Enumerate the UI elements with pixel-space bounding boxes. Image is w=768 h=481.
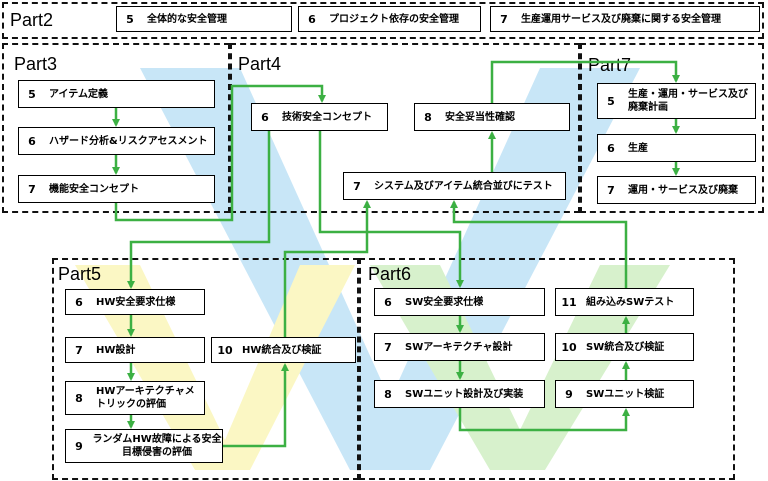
box-number: 7 <box>500 12 508 26</box>
box-label: 技術安全コンセプト <box>282 111 372 123</box>
box-label: SW安全要求仕様 <box>405 296 484 308</box>
part6-box-sw-integration-verification: 10 SW統合及び検証 <box>555 333 694 361</box>
box-label: システム及びアイテム統合並びにテスト <box>374 180 553 192</box>
box-number: 6 <box>384 295 392 309</box>
box-label: 生産運用サービス及び廃棄に関する安全管理 <box>521 13 721 25</box>
box-label: SWアーキテクチャ設計 <box>405 341 513 353</box>
box-label: HW設計 <box>96 344 136 356</box>
part3-box-item-definition: 5 アイテム定義 <box>18 80 215 108</box>
part7-box-operation-service-disposal: 7 運用・サービス及び廃棄 <box>597 176 756 204</box>
part3-box-functional-safety-concept: 7 機能安全コンセプト <box>18 175 215 203</box>
part6-box-sw-unit-verification: 9 SWユニット検証 <box>555 380 694 408</box>
box-number: 5 <box>126 12 134 26</box>
part6-box-sw-safety-requirements: 6 SW安全要求仕様 <box>374 288 545 316</box>
box-label: HW安全要求仕様 <box>96 296 176 308</box>
part2-box-project-safety-management: 6 プロジェクト依存の安全管理 <box>298 6 481 32</box>
part5-label: Part5 <box>58 264 102 284</box>
box-number: 7 <box>607 183 615 197</box>
part4-label: Part4 <box>238 54 282 74</box>
box-number: 8 <box>75 391 83 405</box>
box-number: 9 <box>75 439 83 453</box>
box-number: 7 <box>75 343 83 357</box>
box-number: 11 <box>561 295 577 309</box>
box-number: 5 <box>28 87 36 101</box>
box-number: 8 <box>384 387 392 401</box>
part4-box-system-integration-test: 7 システム及びアイテム統合並びにテスト <box>343 172 566 200</box>
part2-box-production-safety-management: 7 生産運用サービス及び廃棄に関する安全管理 <box>490 6 760 32</box>
part5-box-random-hw-failure-evaluation: 9 ランダムHW故障による安全目標侵害の評価 <box>65 429 223 463</box>
box-label: SWユニット検証 <box>586 388 665 400</box>
box-number: 6 <box>28 134 36 148</box>
part2-label: Part2 <box>10 10 54 30</box>
part6-label: Part6 <box>368 264 412 284</box>
part5-box-hw-design: 7 HW設計 <box>65 337 205 363</box>
box-number: 10 <box>217 343 233 357</box>
box-number: 6 <box>607 141 615 155</box>
box-label: SW統合及び検証 <box>586 341 665 353</box>
box-label: アイテム定義 <box>49 88 108 100</box>
box-number: 6 <box>308 12 316 26</box>
box-label: 組み込みSWテスト <box>586 296 675 308</box>
part4-box-technical-safety-concept: 6 技術安全コンセプト <box>251 103 388 131</box>
part5-box-hw-safety-requirements: 6 HW安全要求仕様 <box>65 289 205 315</box>
v-shape-software <box>370 265 670 470</box>
part3-label: Part3 <box>14 54 58 74</box>
part6-box-sw-unit-design: 8 SWユニット設計及び実装 <box>374 380 545 408</box>
part7-frame <box>580 43 764 213</box>
box-label: プロジェクト依存の安全管理 <box>329 13 459 25</box>
box-number: 10 <box>561 340 577 354</box>
part3-box-hazard-analysis: 6 ハザード分析&リスクアセスメント <box>18 127 215 155</box>
box-label: 生産 <box>628 142 648 154</box>
box-number: 6 <box>261 110 269 124</box>
box-number: 8 <box>424 110 432 124</box>
box-label: HWアーキテクチャメトリックの評価 <box>96 386 195 410</box>
part2-frame <box>2 2 764 39</box>
part7-label: Part7 <box>588 55 632 75</box>
box-number: 7 <box>384 340 392 354</box>
part5-box-hw-architecture-metrics: 8 HWアーキテクチャメトリックの評価 <box>65 381 205 415</box>
part7-box-production-planning: 5 生産・運用・サービス及び廃棄計画 <box>597 83 756 119</box>
box-number: 7 <box>353 179 361 193</box>
box-label: ハザード分析&リスクアセスメント <box>49 135 208 147</box>
part6-box-embedded-sw-test: 11 組み込みSWテスト <box>555 288 694 316</box>
box-label: 安全妥当性確認 <box>445 111 515 123</box>
part5-box-hw-integration-verification: 10 HW統合及び検証 <box>211 337 356 363</box>
part2-box-overall-safety-management: 5 全体的な安全管理 <box>116 6 292 32</box>
box-label: 機能安全コンセプト <box>49 183 139 195</box>
part6-box-sw-architecture-design: 7 SWアーキテクチャ設計 <box>374 333 545 361</box>
box-number: 6 <box>75 295 83 309</box>
box-number: 9 <box>565 387 573 401</box>
box-label: 全体的な安全管理 <box>147 13 227 25</box>
box-number: 7 <box>28 182 36 196</box>
box-label: 生産・運用・サービス及び廃棄計画 <box>628 89 748 113</box>
box-number: 5 <box>607 94 615 108</box>
part4-box-safety-validation: 8 安全妥当性確認 <box>414 103 570 131</box>
box-label: HW統合及び検証 <box>242 344 322 356</box>
part7-box-production: 6 生産 <box>597 134 756 162</box>
box-label: 運用・サービス及び廃棄 <box>628 184 738 196</box>
box-label: ランダムHW故障による安全目標侵害の評価 <box>92 434 222 458</box>
box-label: SWユニット設計及び実装 <box>405 388 524 400</box>
